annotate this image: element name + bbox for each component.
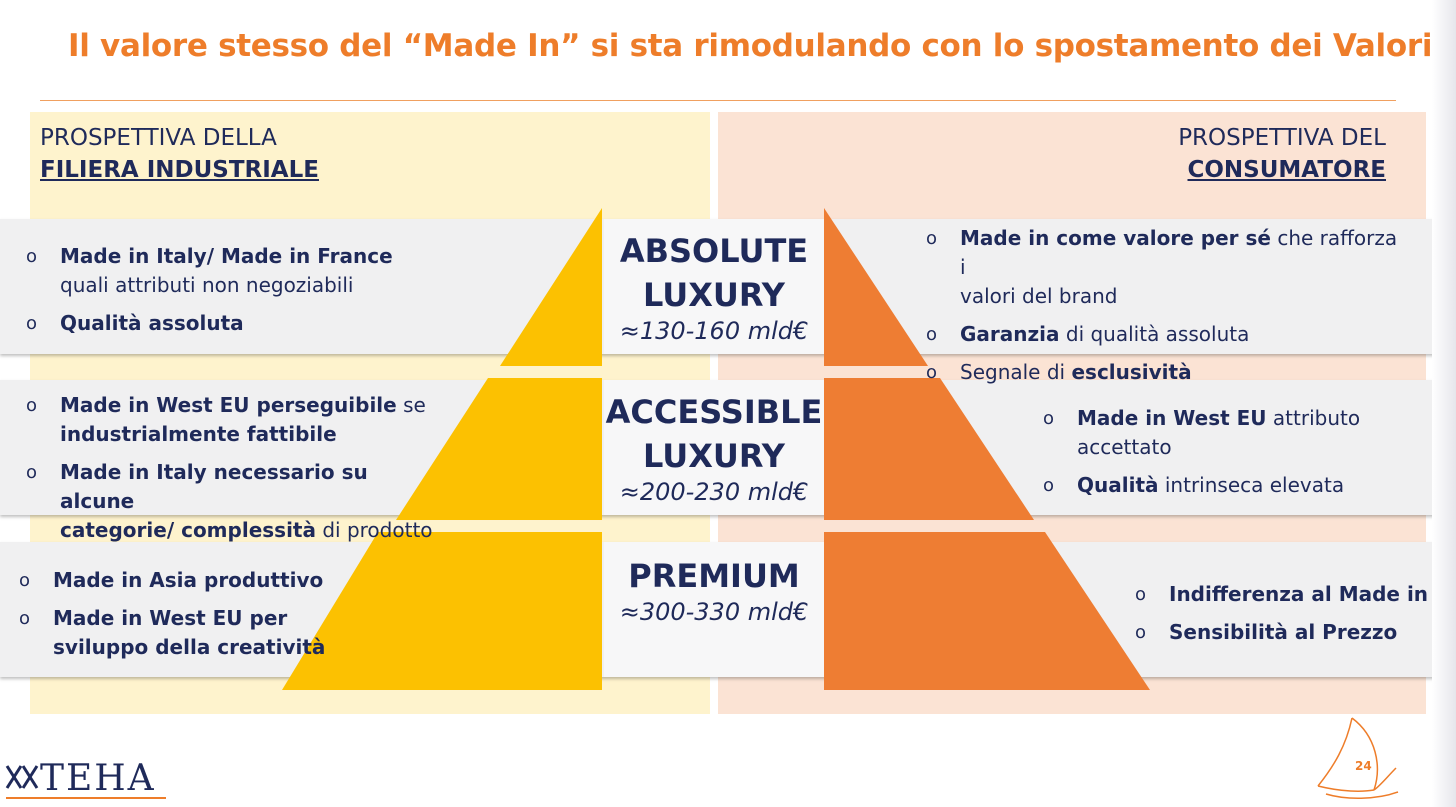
tier-label-2: ACCESSIBLE LUXURY ≈200-230 mld€ — [604, 390, 824, 506]
bullet-bold: Made in Asia produttivo — [53, 568, 324, 592]
page-number: 24 — [1355, 759, 1372, 773]
bullet-bold: Indifferenza al Made in — [1169, 582, 1429, 606]
tier-name-line1: ACCESSIBLE — [605, 393, 823, 431]
bullet-text: di prodotto — [315, 518, 433, 542]
tier-value: ≈130-160 mld€ — [619, 317, 809, 345]
bullet-text: quali attributi non negoziabili — [60, 273, 354, 297]
list-item: o Qualità assoluta — [26, 309, 446, 338]
list-item: o Made in Italy/ Made in France quali at… — [26, 242, 446, 300]
bullet-bold: Made in West EU — [1077, 406, 1267, 430]
bullet-text: Segnale di — [960, 360, 1072, 384]
right-pyramid-middle — [824, 378, 1034, 520]
bullet-marker: o — [19, 608, 31, 629]
bullet-bold: Made in West EU per — [53, 606, 288, 630]
bullet-text: che rafforza i — [960, 226, 1398, 279]
bullet-bold: industrialmente fattibile — [60, 422, 337, 446]
bullet-marker: o — [26, 313, 38, 334]
bullet-marker: o — [26, 246, 38, 267]
bullet-marker: o — [926, 324, 938, 345]
list-item: o Made in West EU attributo accettato — [1043, 404, 1423, 462]
bullet-bold: sviluppo della creatività — [53, 635, 326, 659]
bullet-bold: Made in West EU perseguibile — [60, 393, 397, 417]
bullet-text: valori del brand — [960, 284, 1118, 308]
right-bullets-accessible-luxury: o Made in West EU attributo accettato o … — [1043, 404, 1423, 509]
tier-name-line2: LUXURY — [643, 276, 785, 314]
tier-label-1: ABSOLUTE LUXURY ≈130-160 mld€ — [604, 229, 824, 345]
bullet-bold: Made in Italy/ Made in France — [60, 244, 393, 268]
bullet-marker: o — [926, 362, 938, 383]
bullet-marker: o — [26, 462, 38, 483]
list-item: o Sensibilità al Prezzo — [1135, 618, 1435, 647]
left-pyramid-bottom — [282, 532, 602, 690]
bullet-marker: o — [1043, 475, 1055, 496]
bullet-bold: Made in Italy necessario su alcune — [60, 460, 368, 513]
bullet-bold: categorie/ complessità — [60, 518, 316, 542]
left-pyramid-top — [500, 208, 602, 366]
bullet-marker: o — [1135, 622, 1147, 643]
left-bullets-premium: o Made in Asia produttivo o Made in West… — [19, 566, 339, 671]
list-item: o Made in West EU per sviluppo della cre… — [19, 604, 339, 662]
bullet-text: di qualità assoluta — [1059, 322, 1250, 346]
bullet-marker: o — [1043, 408, 1055, 429]
left-bullets-absolute-luxury: o Made in Italy/ Made in France quali at… — [26, 242, 446, 347]
left-pyramid-middle — [396, 378, 602, 520]
list-item: o Made in Italy necessario su alcune cat… — [26, 458, 446, 545]
bullet-text: se — [396, 393, 426, 417]
right-pyramid-top — [824, 208, 928, 366]
list-item: o Garanzia di qualità assoluta — [926, 320, 1406, 349]
list-item: o Segnale di esclusività — [926, 358, 1406, 387]
page-title: Il valore stesso del “Made In” si sta ri… — [68, 28, 1433, 64]
list-item: o Indifferenza al Made in — [1135, 580, 1435, 609]
sailboat-icon — [1317, 717, 1399, 800]
teha-logo-icon — [5, 765, 39, 789]
title-divider — [40, 100, 1396, 101]
teha-logo-text: TEHA — [40, 758, 156, 799]
bullet-marker: o — [1135, 584, 1147, 605]
list-item: o Qualità intrinseca elevata — [1043, 471, 1423, 500]
bullet-marker: o — [26, 395, 38, 416]
tier-value: ≈200-230 mld€ — [619, 478, 809, 506]
tier-name-line2: LUXURY — [643, 437, 785, 475]
slide-edge-shadow — [1432, 0, 1456, 807]
right-header-line1: PROSPETTIVA DEL — [1178, 125, 1386, 151]
center-column-3 — [604, 542, 824, 677]
left-bullets-accessible-luxury: o Made in West EU perseguibile se indust… — [26, 391, 446, 554]
bullet-bold: esclusività — [1071, 360, 1192, 384]
left-header: PROSPETTIVA DELLA FILIERA INDUSTRIALE — [40, 122, 319, 186]
bullet-bold: Made in come valore per sé — [960, 226, 1271, 250]
tier-value: ≈300-330 mld€ — [619, 598, 809, 626]
left-header-line2: FILIERA INDUSTRIALE — [40, 157, 319, 183]
bullet-text: intrinseca elevata — [1158, 473, 1345, 497]
bullet-marker: o — [19, 570, 31, 591]
bullet-marker: o — [926, 228, 938, 249]
right-pyramid-bottom — [824, 532, 1150, 690]
bullet-text: accettato — [1077, 435, 1172, 459]
right-bullets-absolute-luxury: o Made in come valore per sé che rafforz… — [926, 224, 1406, 396]
center-column-2 — [604, 380, 824, 515]
tier-label-3: PREMIUM ≈300-330 mld€ — [604, 554, 824, 626]
tier-name-line1: PREMIUM — [628, 557, 800, 595]
logo-underline — [6, 797, 166, 799]
bullet-bold: Qualità — [1077, 473, 1159, 497]
center-column-1 — [604, 219, 824, 354]
bullet-bold: Garanzia — [960, 322, 1060, 346]
list-item: o Made in West EU perseguibile se indust… — [26, 391, 446, 449]
list-item: o Made in Asia produttivo — [19, 566, 339, 595]
right-bullets-premium: o Indifferenza al Made in o Sensibilità … — [1135, 580, 1435, 656]
right-header: PROSPETTIVA DEL CONSUMATORE — [1178, 122, 1386, 186]
left-header-line1: PROSPETTIVA DELLA — [40, 125, 277, 151]
right-header-line2: CONSUMATORE — [1187, 157, 1387, 183]
tier-name-line1: ABSOLUTE — [619, 232, 809, 270]
bullet-bold: Sensibilità al Prezzo — [1169, 620, 1398, 644]
list-item: o Made in come valore per sé che rafforz… — [926, 224, 1406, 311]
bullet-text: attributo — [1266, 406, 1361, 430]
bullet-bold: Qualità assoluta — [60, 311, 244, 335]
